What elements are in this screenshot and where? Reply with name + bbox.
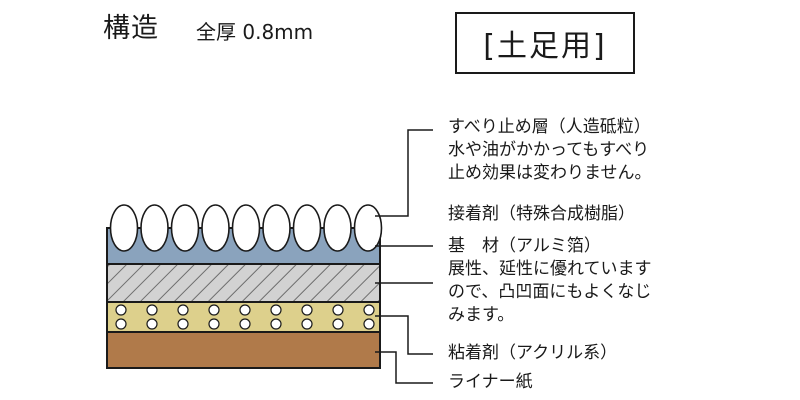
- adhesive-dot: [363, 304, 375, 316]
- leader-line-liner: [375, 351, 433, 384]
- usage-category-tag: [土足用]: [455, 12, 635, 74]
- abrasive-grain: [353, 204, 383, 252]
- abrasive-grain: [170, 204, 200, 252]
- adhesive-dot: [301, 318, 313, 330]
- abrasive-grain: [292, 204, 322, 252]
- adhesive-dot: [146, 318, 158, 330]
- adhesive-dot: [177, 318, 189, 330]
- adhesive-dot: [239, 318, 251, 330]
- adhesive-dot: [363, 318, 375, 330]
- abrasive-grain: [201, 204, 230, 252]
- label-aluminum-base: 基 材（アルミ箔） 展性、延性に優れています ので、凸凹面にもよくなじ みます。: [448, 235, 652, 327]
- diagram-title: 構造: [103, 13, 159, 44]
- adhesive-dot: [270, 304, 282, 316]
- label-line: 止め効果は変わりません。: [448, 163, 652, 183]
- abrasive-grain: [262, 204, 291, 252]
- abrasive-grain: [323, 204, 352, 252]
- adhesive-dots: [115, 304, 375, 330]
- label-line: 水や油がかかってもすべり: [448, 140, 650, 160]
- label-line: 粘着剤（アクリル系）: [448, 343, 618, 363]
- adhesive-dot: [208, 304, 220, 316]
- label-line: 基 材（アルミ箔）: [448, 236, 601, 256]
- abrasive-grain: [140, 204, 169, 252]
- adhesive-dot: [332, 304, 344, 316]
- leader-line-slip: [375, 129, 433, 217]
- adhesive-dot: [301, 304, 313, 316]
- aluminum-foil-hatching: [108, 265, 379, 301]
- adhesive-dot: [146, 304, 158, 316]
- label-line: 接着剤（特殊合成樹脂）: [448, 204, 635, 224]
- label-line: みます。: [448, 305, 515, 325]
- adhesive-dot: [332, 318, 344, 330]
- adhesive-dot: [270, 318, 282, 330]
- label-line: ライナー紙: [448, 372, 533, 392]
- label-acrylic-adhesive: 粘着剤（アクリル系）: [448, 342, 617, 365]
- leader-line-acrylic: [375, 315, 433, 355]
- adhesive-dot: [177, 304, 189, 316]
- label-liner-paper: ライナー紙: [448, 371, 533, 394]
- total-thickness: 全厚 0.8mm: [196, 20, 314, 44]
- abrasive-grain: [231, 204, 261, 252]
- liner-paper-layer: [106, 331, 381, 369]
- label-resin-adhesive: 接着剤（特殊合成樹脂）: [448, 203, 635, 226]
- adhesive-dot: [115, 318, 127, 330]
- label-line: ので、凸凹面にもよくなじ: [448, 282, 652, 302]
- adhesive-dot: [239, 304, 251, 316]
- adhesive-dot: [115, 304, 127, 316]
- abrasive-grains: [109, 204, 383, 252]
- adhesive-dot: [208, 318, 220, 330]
- label-line: すべり止め層（人造砥粒）: [448, 117, 651, 137]
- label-slip-layer: すべり止め層（人造砥粒） 水や油がかかってもすべり 止め効果は変わりません。: [448, 116, 652, 185]
- abrasive-grain: [109, 204, 139, 252]
- label-line: 展性、延性に優れています: [448, 259, 652, 279]
